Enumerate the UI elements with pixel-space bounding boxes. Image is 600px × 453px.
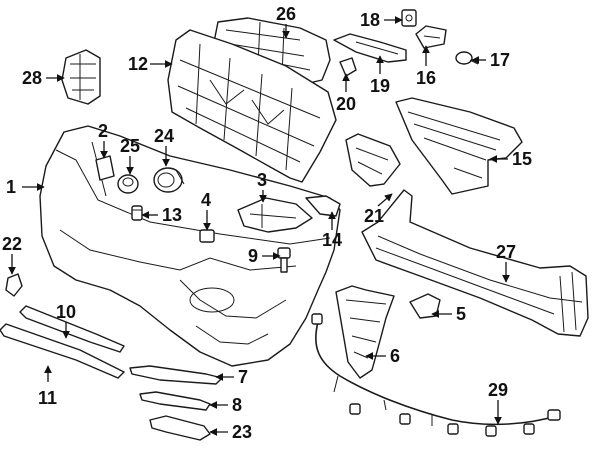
- callout-3: 3: [257, 170, 267, 190]
- callout-22: 22: [2, 234, 22, 254]
- callout-24: 24: [154, 126, 174, 146]
- part-14-bracket: [305, 195, 341, 217]
- part-10-trim-strip: [19, 305, 125, 353]
- callout-28: 28: [22, 68, 42, 88]
- part-20-clip: [339, 57, 357, 77]
- callout-4: 4: [201, 190, 211, 210]
- callout-14: 14: [322, 230, 342, 250]
- callout-8: 8: [232, 395, 242, 415]
- part-8-trim: [139, 391, 211, 411]
- part-6-side-bracket: [335, 285, 395, 379]
- callout-16: 16: [416, 68, 436, 88]
- part-2-insert: [95, 155, 115, 181]
- part-13-bolt: [131, 205, 143, 221]
- part-29-sensor-harness: [311, 313, 561, 437]
- callout-26: 26: [276, 4, 296, 24]
- callout-10: 10: [56, 302, 76, 322]
- callout-1: 1: [6, 177, 16, 197]
- callout-19: 19: [370, 76, 390, 96]
- callout-29: 29: [488, 380, 508, 400]
- callout-15: 15: [512, 149, 532, 169]
- part-16-bracket: [415, 25, 447, 49]
- part-7-trim: [129, 365, 223, 385]
- part-17-bolt: [455, 51, 479, 65]
- callout-23: 23: [232, 422, 252, 442]
- part-22-clip: [5, 273, 23, 297]
- callout-27: 27: [496, 242, 516, 262]
- part-4-clip: [199, 229, 215, 243]
- callout-18: 18: [360, 10, 380, 30]
- part-28-sensor-bracket: [61, 49, 101, 105]
- callout-11: 11: [38, 388, 57, 408]
- callout-5: 5: [456, 304, 466, 324]
- callout-25: 25: [120, 136, 140, 156]
- callout-7: 7: [238, 367, 248, 387]
- leader-21: [377, 193, 393, 207]
- callout-6: 6: [390, 346, 400, 366]
- part-25-cap: [117, 174, 139, 194]
- callout-12: 12: [128, 54, 148, 74]
- part-21-inner-bracket: [345, 133, 401, 187]
- callout-17: 17: [490, 50, 510, 70]
- part-19-bracket: [333, 33, 407, 63]
- leader-lines: [8, 16, 510, 436]
- part-18-clip: [401, 9, 417, 27]
- part-15-air-duct: [395, 97, 523, 195]
- part-11-trim-strip: [0, 323, 125, 379]
- callout-2: 2: [98, 121, 108, 141]
- part-3-center-bracket: [237, 197, 313, 233]
- part-1-bumper-cover: [39, 125, 341, 367]
- callout-21: 21: [364, 206, 384, 226]
- callout-9: 9: [248, 246, 258, 266]
- callout-13: 13: [162, 205, 182, 225]
- callout-labels: 1 2 3 4 5 6 7 8 9 10 11 12 13 14 15 16 1…: [2, 4, 532, 442]
- part-27-reinforcement-beam: [361, 189, 589, 337]
- part-23-trim: [149, 415, 211, 441]
- part-12-grille-carrier: [167, 29, 337, 183]
- part-24-fog-lamp: [153, 167, 185, 193]
- callout-20: 20: [336, 94, 356, 114]
